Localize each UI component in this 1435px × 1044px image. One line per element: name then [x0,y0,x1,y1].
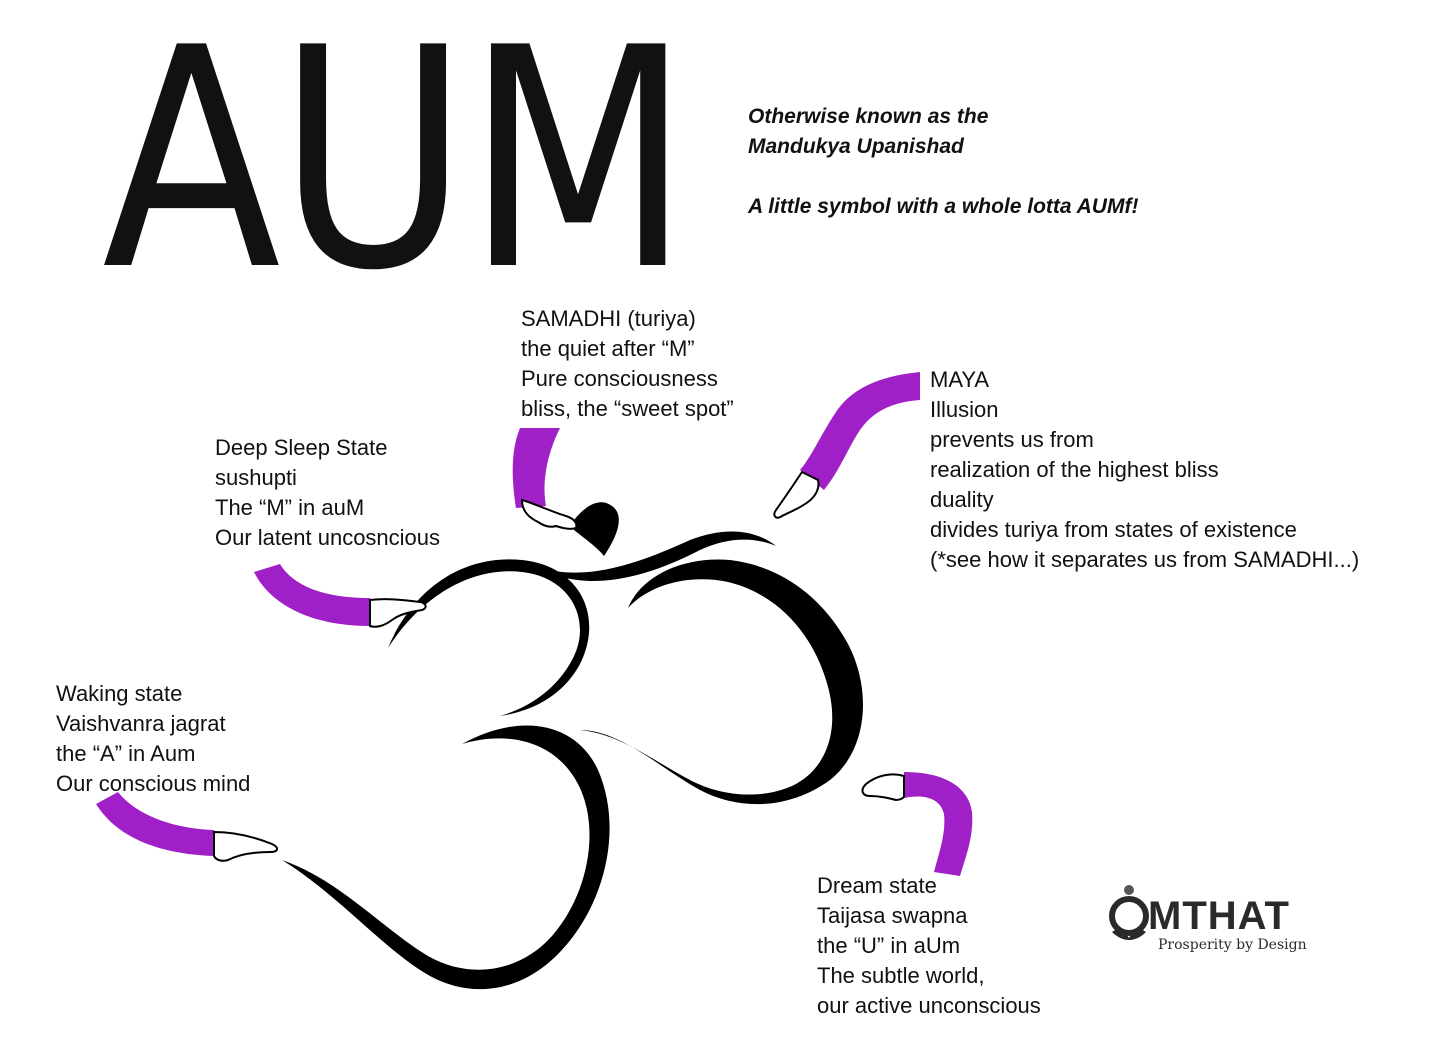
pointing-hand-icon [369,598,427,628]
pointing-hand-icon [213,830,278,862]
om-right-hook [580,559,863,805]
tagline-line-2: Mandukya Upanishad [748,135,964,158]
logo-wordmark: MTHAT [1148,894,1290,938]
arm-maya [773,372,920,519]
arm-samadhi [512,428,578,530]
pointing-hand-icon [773,470,820,519]
label-deep-sleep: Deep Sleep State sushupti The “M” in auM… [215,435,441,550]
arm-deep-sleep [254,564,427,628]
page-title: AUM [102,0,691,337]
omthat-logo: MTHAT Prosperity by Design [1104,882,1319,962]
arm-dream [861,772,973,876]
label-samadhi: SAMADHI (turiya) the quiet after “M” Pur… [521,306,734,421]
label-maya: MAYA Illusion prevents us from realizati… [930,367,1360,572]
tagline-line-1: Otherwise known as the [748,105,989,128]
tagline-line-3: A little symbol with a whole lotta AUMf! [748,195,1139,218]
om-crescent [536,531,776,582]
label-dream: Dream state Taijasa swapna the “U” in aU… [817,873,1041,1018]
lotus-logo-icon [1109,885,1149,940]
pointing-hand-icon [861,773,905,802]
label-waking: Waking state Vaishvanra jagrat the “A” i… [56,681,251,796]
om-bindu [574,502,619,556]
pointing-hand-icon [520,498,578,530]
arm-waking [96,792,278,862]
logo-tagline: Prosperity by Design [1158,937,1307,953]
om-lower-body [282,725,610,990]
om-symbol [282,502,863,990]
om-upper-loop [388,559,590,716]
